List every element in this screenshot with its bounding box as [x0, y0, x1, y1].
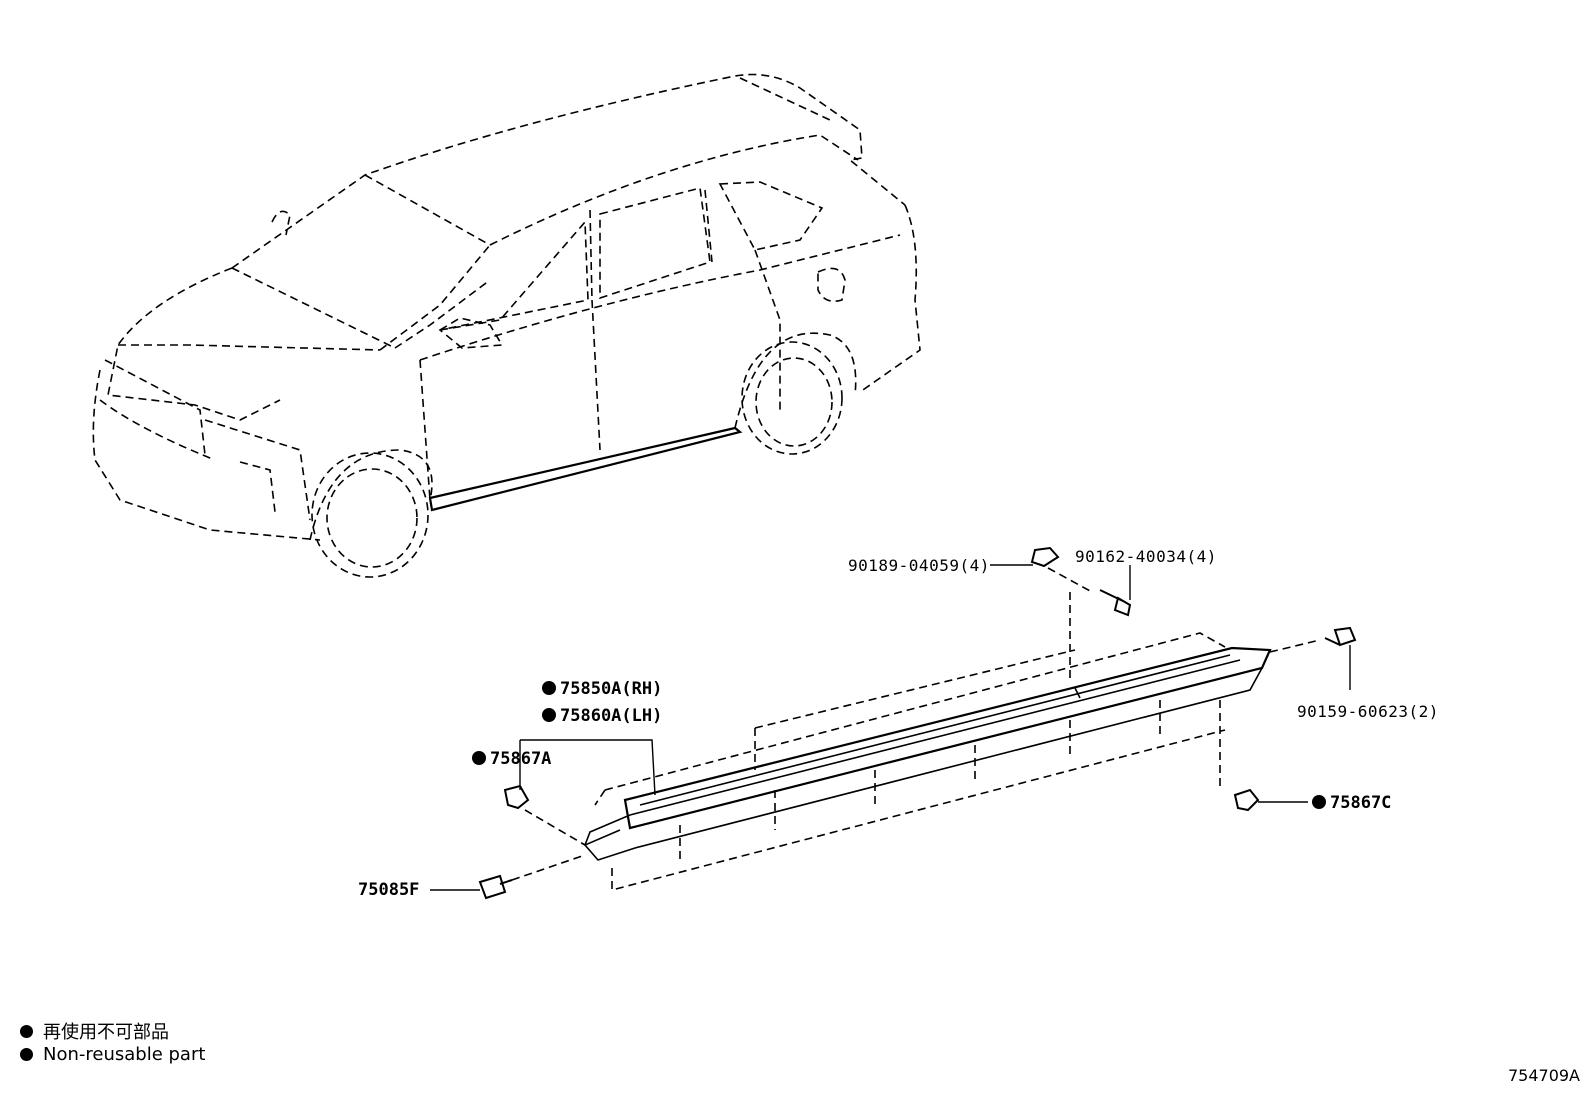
part-label-90189: 90189-04059(4)	[848, 556, 990, 575]
part-labels: 90189-04059(4) 90162-40034(4) 90159-6062…	[358, 547, 1439, 900]
bullet-icon	[20, 1024, 33, 1038]
legend-jp: 再使用不可部品	[20, 1018, 169, 1044]
part-label-75850a: 75850A(RH)	[560, 679, 662, 699]
non-reusable-marker	[542, 708, 556, 722]
leader-lines	[430, 564, 1351, 891]
non-reusable-marker	[542, 681, 556, 695]
non-reusable-marker	[1312, 795, 1326, 809]
vehicle-illustration	[92, 73, 921, 578]
part-label-75860a: 75860A(LH)	[560, 706, 662, 726]
legend-en: Non-reusable part	[20, 1044, 205, 1065]
part-label-75085f: 75085F	[358, 880, 419, 900]
bullet-icon	[20, 1048, 33, 1061]
non-reusable-marker	[472, 751, 486, 765]
part-label-75867a: 75867A	[490, 749, 551, 769]
part-label-90159: 90159-60623(2)	[1297, 702, 1439, 721]
legend-en-text: Non-reusable part	[43, 1044, 206, 1065]
rocker-moulding-assembly	[478, 546, 1357, 900]
part-label-90162: 90162-40034(4)	[1075, 547, 1217, 566]
part-label-75867c: 75867C	[1330, 793, 1391, 813]
legend-jp-text: 再使用不可部品	[43, 1022, 169, 1043]
illustration-code: 754709A	[1507, 1066, 1580, 1085]
